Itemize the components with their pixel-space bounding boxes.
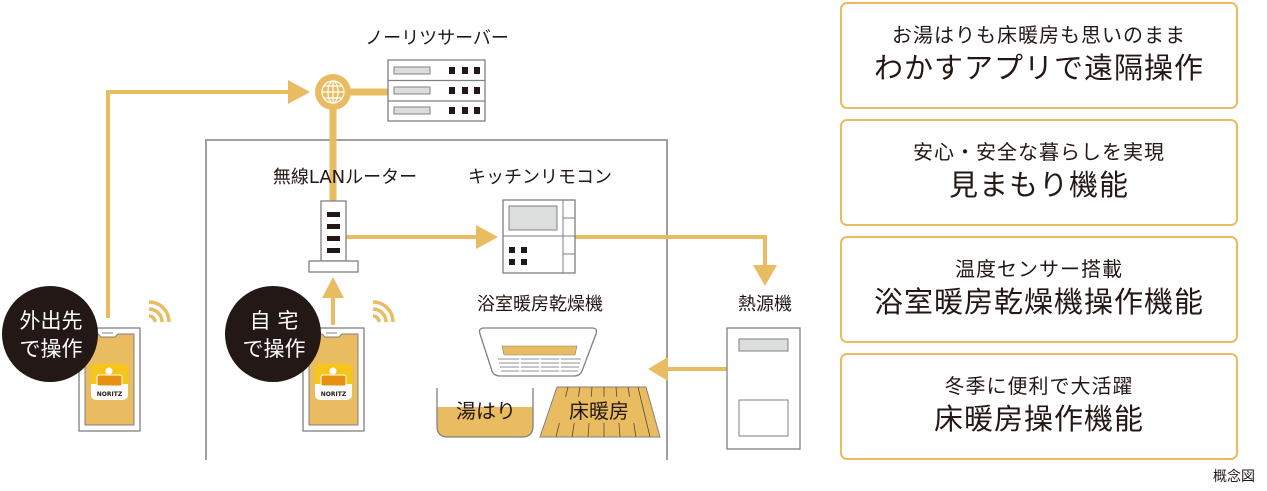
feature-subtitle: 温度センサー搭載: [955, 257, 1123, 282]
feature-subtitle: 冬季に便利で大活躍: [944, 374, 1134, 399]
floor-heating-icon: [539, 386, 661, 438]
water-heater-icon: [726, 327, 801, 450]
feature-title: 床暖房操作機能: [933, 402, 1144, 437]
wifi-icon-outside: [148, 300, 171, 323]
arrow-to-globe: [288, 80, 310, 104]
home-badge-line2: で操作: [243, 337, 306, 361]
outside-badge-line2: で操作: [20, 337, 83, 361]
router-icon: [308, 200, 359, 273]
feature-title: 見まもり機能: [948, 168, 1129, 203]
wifi-icon-home: [372, 300, 395, 323]
house-outline: [205, 139, 668, 460]
server-icon: [387, 59, 486, 122]
server-label: ノーリツサーバー: [365, 28, 509, 49]
app-brand-label: NORITZ: [321, 391, 347, 398]
app-icon: NORITZ: [315, 364, 352, 400]
globe-icon: [315, 74, 351, 110]
arrow-to-heater: [753, 265, 777, 286]
bathtub-icon: [436, 388, 534, 438]
feature-box-remote-app: お湯はりも床暖房も思いのまま わかすアプリで遠隔操作: [840, 2, 1238, 109]
feature-title: わかすアプリで遠隔操作: [873, 51, 1204, 86]
arrow-to-remote: [476, 225, 498, 249]
feature-subtitle: 安心・安全な暮らしを実現: [913, 140, 1165, 165]
feature-title: 浴室暖房乾燥機操作機能: [873, 285, 1204, 320]
home-badge: 自 宅 で操作: [225, 286, 321, 382]
remote-label: キッチンリモコン: [468, 167, 612, 188]
feature-box-monitoring: 安心・安全な暮らしを実現 見まもり機能: [840, 119, 1238, 226]
heat-source-label: 熱源機: [738, 294, 792, 315]
system-diagram: ノーリツサーバー 無線LANルーター キッチンリモコン 浴室暖房乾燥機: [2, 28, 801, 460]
feature-box-floor-heating: 冬季に便利で大活躍 床暖房操作機能: [840, 353, 1238, 460]
concept-diagram-note: 概念図: [1213, 469, 1255, 485]
home-badge-line1: 自 宅: [250, 309, 299, 333]
line-outside-phone-to-globe: [106, 90, 295, 318]
app-brand-label: NORITZ: [97, 391, 123, 398]
remote-control-icon: [502, 199, 576, 274]
outside-badge-line1: 外出先: [20, 309, 83, 333]
floor-heating-label: 床暖房: [569, 399, 629, 423]
router-label: 無線LANルーター: [273, 167, 417, 188]
line-remote-to-heater: [575, 235, 767, 266]
arrow-to-router: [322, 277, 344, 298]
outside-badge: 外出先 で操作: [2, 286, 98, 382]
arrow-to-bath: [648, 357, 668, 381]
bath-fill-label: 湯はり: [456, 399, 516, 423]
bath-dryer-label: 浴室暖房乾燥機: [477, 294, 603, 315]
bath-dryer-icon: [478, 327, 598, 377]
feature-subtitle: お湯はりも床暖房も思いのまま: [892, 23, 1186, 48]
feature-box-bath-dryer: 温度センサー搭載 浴室暖房乾燥機操作機能: [840, 236, 1238, 343]
arrowheads: [288, 80, 777, 381]
connection-lines: [106, 88, 767, 371]
app-icon: NORITZ: [91, 364, 128, 400]
